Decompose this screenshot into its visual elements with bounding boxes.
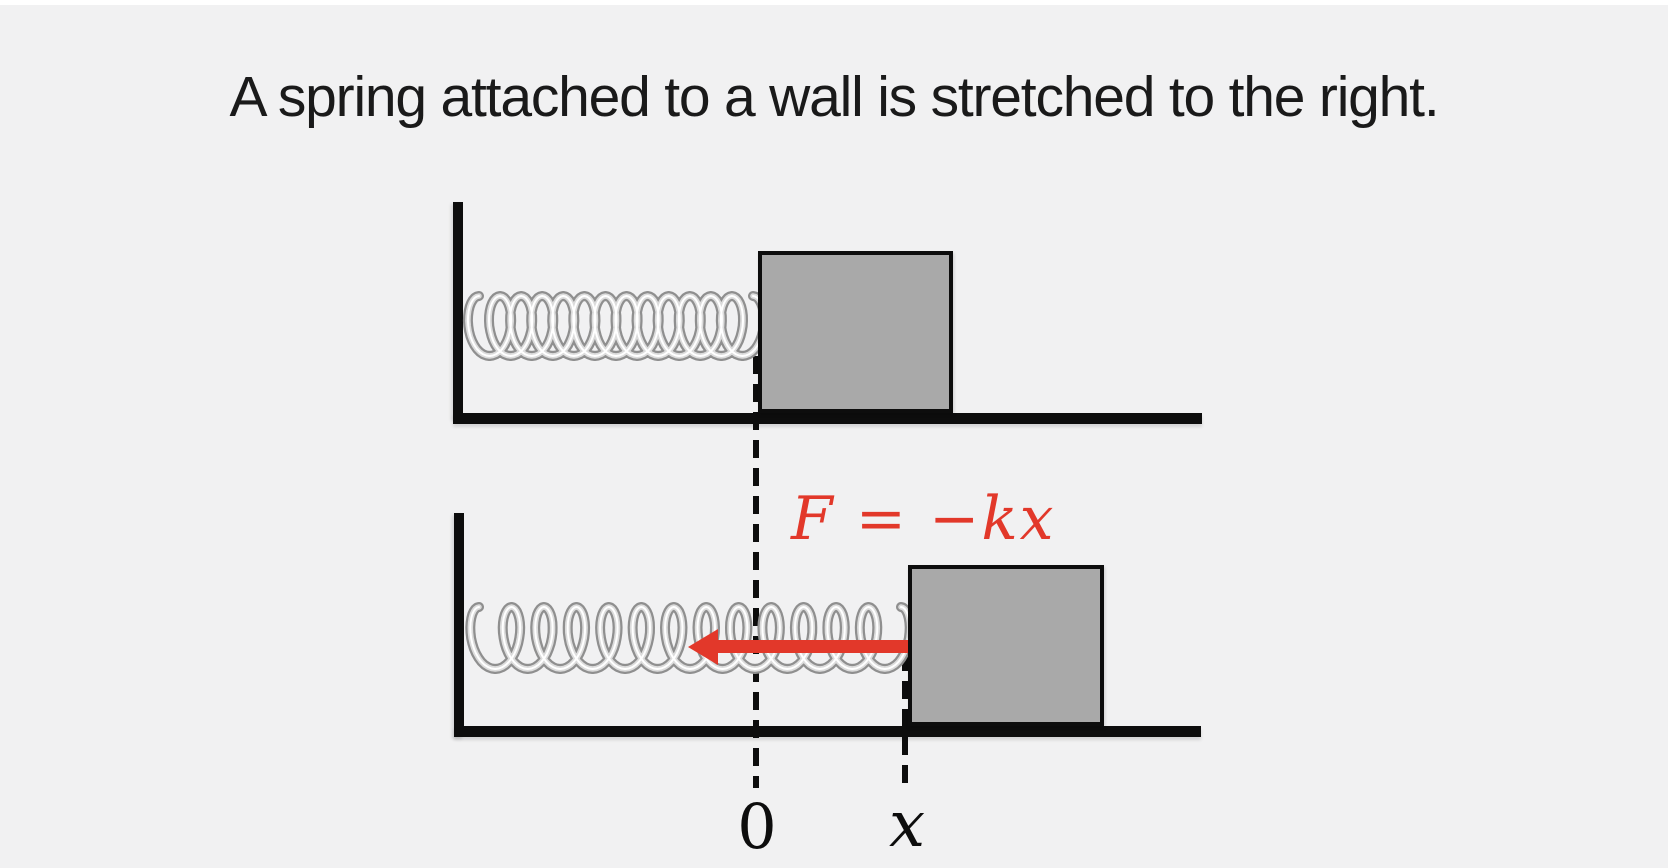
wall-bottom-diagram: [454, 513, 464, 737]
wall-top-diagram: [453, 202, 463, 419]
spring-stretched-image: [465, 602, 915, 674]
hookes-law-formula: F = −kx: [791, 484, 1056, 554]
floor-top-diagram: [453, 413, 1202, 424]
displacement-label: x: [888, 788, 926, 862]
slide-title: A spring attached to a wall is stretched…: [229, 65, 1440, 129]
displacement-dashed-line: [902, 653, 908, 788]
spring-relaxed-image: [462, 291, 770, 361]
mass-block-at-x: [908, 565, 1104, 726]
restoring-force-arrow-head-left-icon: [688, 629, 718, 665]
floor-bottom-diagram: [454, 726, 1201, 737]
restoring-force-arrow-shaft: [716, 640, 908, 653]
origin-label: 0: [737, 790, 777, 863]
page-top-edge: [0, 0, 1668, 5]
origin-dashed-line: [753, 356, 759, 788]
mass-block-at-origin: [758, 251, 953, 413]
